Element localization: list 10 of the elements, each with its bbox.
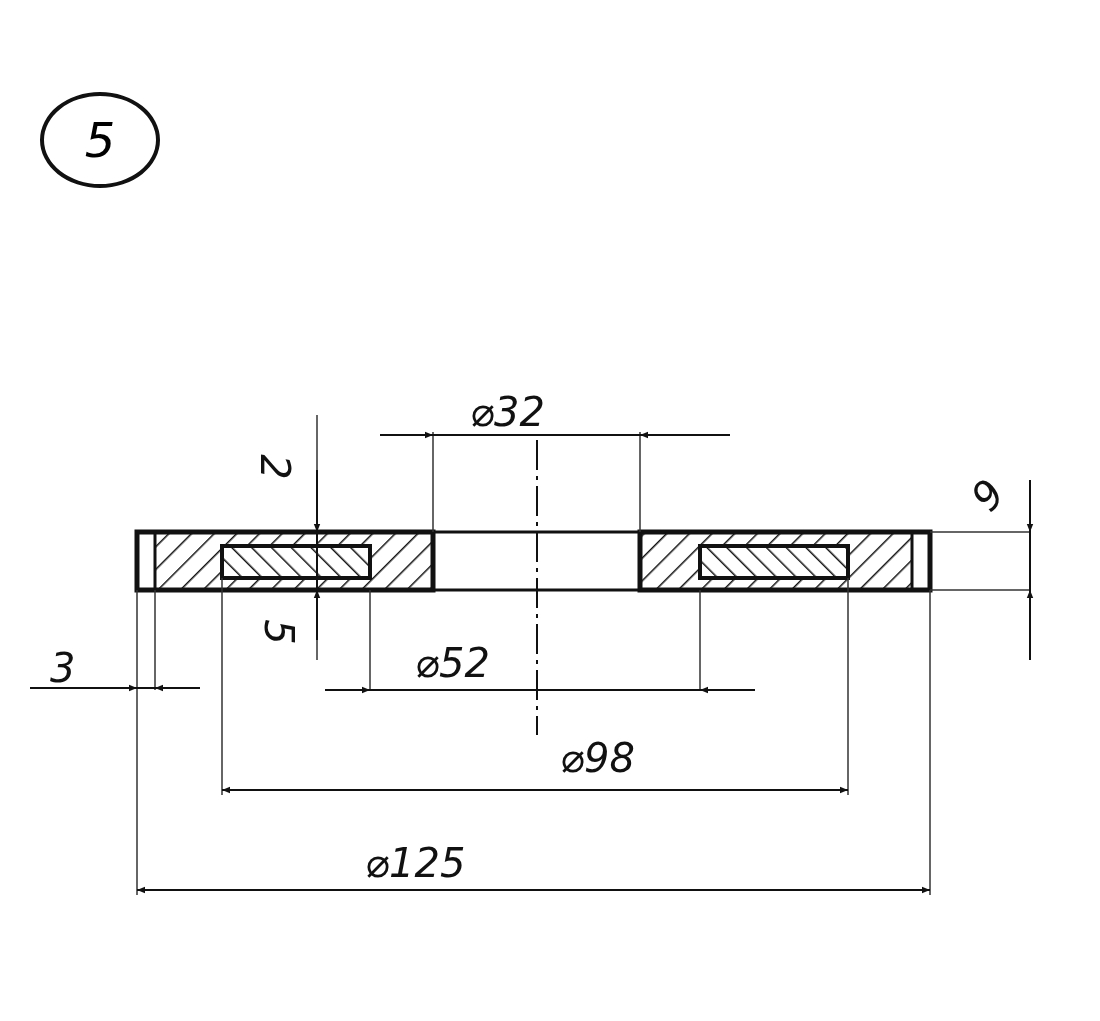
dimension-value: ⌀98 xyxy=(560,738,635,778)
dimension-value: ⌀125 xyxy=(365,843,466,883)
dimension-value: 3 xyxy=(50,648,76,688)
dimension-value: 9 xyxy=(964,472,1012,518)
dimension-value: 5 xyxy=(258,619,299,645)
dimension-value: ⌀32 xyxy=(470,392,545,432)
callout-circle xyxy=(40,92,160,188)
dimension-value: 2 xyxy=(254,454,295,480)
callout-number: 5 xyxy=(84,116,116,164)
dimension-value: ⌀52 xyxy=(415,643,490,683)
